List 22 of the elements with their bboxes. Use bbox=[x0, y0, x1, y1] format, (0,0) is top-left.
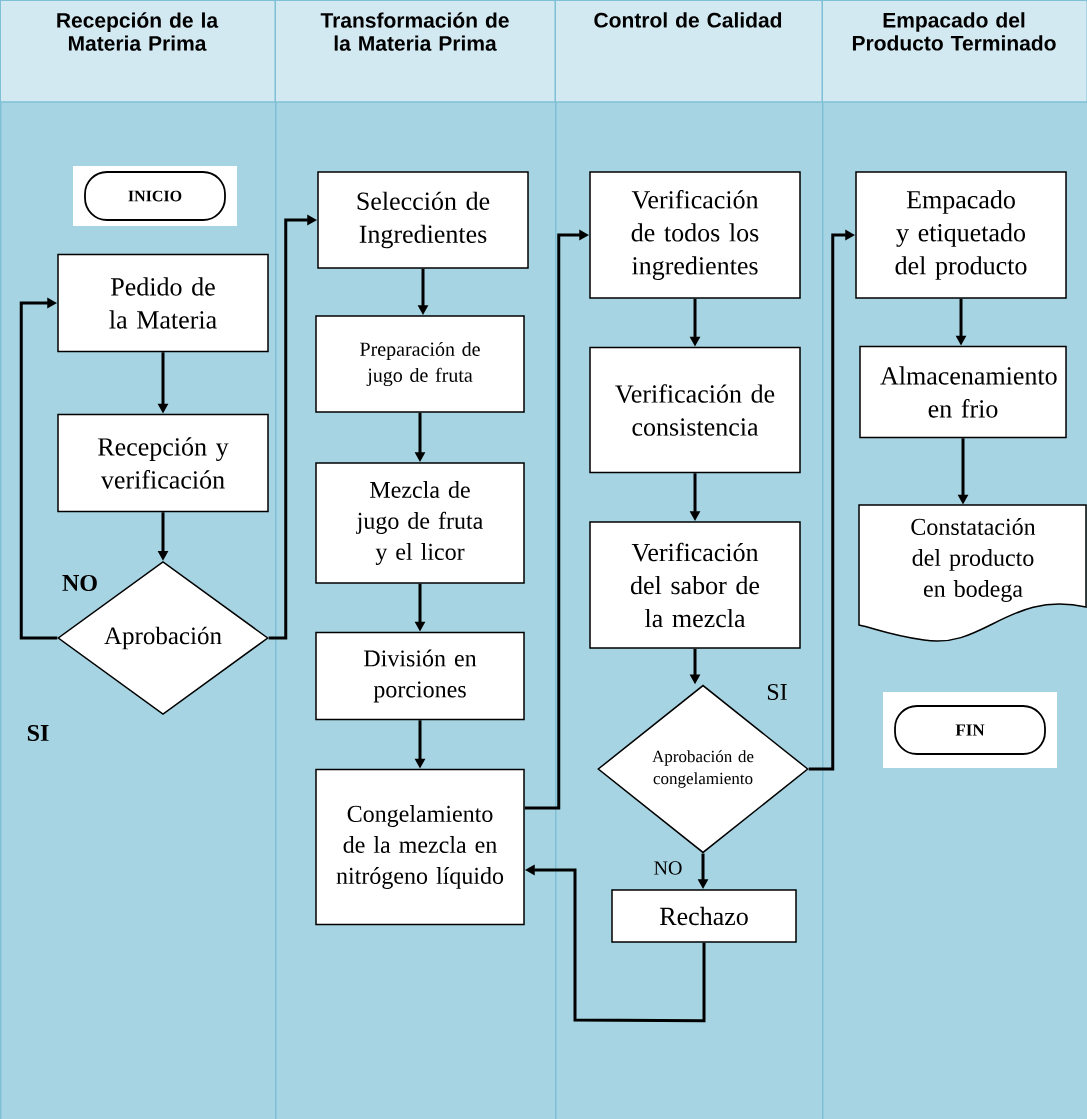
process-box: Recepción y verificación bbox=[57, 413, 269, 513]
process-box: Congelamiento de la mezcla en nitrógeno líquido bbox=[315, 768, 525, 926]
process-box: Rechazo bbox=[611, 889, 797, 943]
lane-header: Recepción de la Materia Prima bbox=[1, 1, 274, 102]
process-box: Almacenamiento en frio bbox=[859, 345, 1067, 439]
process-box: Preparación de jugo de fruta bbox=[315, 315, 525, 413]
process-box: Pedido de la Materia bbox=[57, 253, 269, 353]
branch-label: SI bbox=[27, 724, 49, 742]
process-box: Verificación de consistencia bbox=[589, 346, 801, 474]
terminal-pill: INICIO bbox=[73, 166, 237, 226]
lane-header: Control de Calidad bbox=[556, 1, 821, 102]
terminal-pill: FIN bbox=[883, 692, 1057, 768]
process-box: Empacado y etiquetado del producto bbox=[855, 171, 1067, 299]
process-box: Verificación del sabor de la mezcla bbox=[589, 521, 801, 649]
lane-header: Empacado del Producto Terminado bbox=[823, 1, 1086, 102]
edge-label: NO bbox=[652, 860, 684, 876]
process-box: Verificación de todos los ingredientes bbox=[589, 171, 801, 299]
arrow bbox=[19, 297, 58, 640]
lane-header: Transformación de la Materia Prima bbox=[276, 1, 554, 102]
process-box: Mezcla de jugo de fruta y el licor bbox=[315, 462, 525, 584]
process-box: División en porciones bbox=[315, 631, 525, 721]
process-box: Selección de Ingredientes bbox=[317, 171, 529, 269]
